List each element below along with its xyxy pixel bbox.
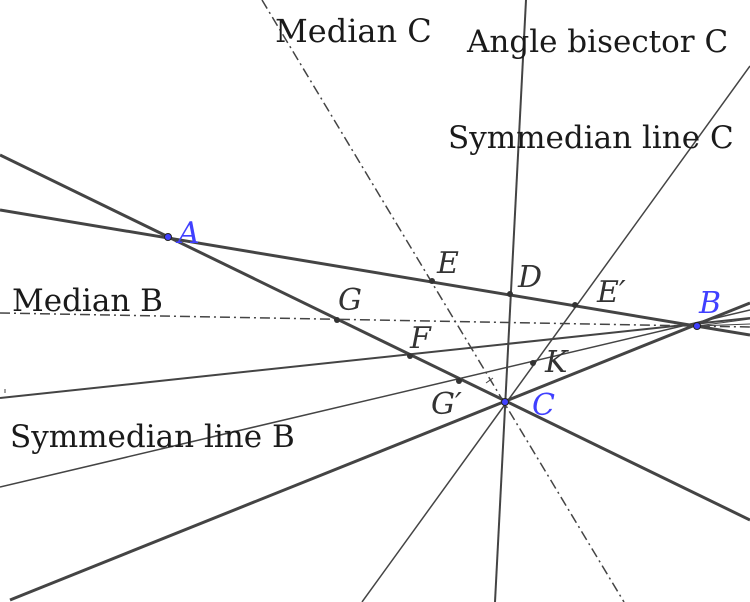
tick-mark: [485, 377, 494, 384]
vertex-c-dot: [501, 398, 509, 406]
point-e-dot: [429, 278, 435, 284]
vertex-b-dot: [693, 322, 701, 330]
point-g-prime-label: G′: [431, 387, 462, 422]
vertex-b-label: B: [698, 286, 721, 321]
median-c-label: Median C: [275, 12, 432, 50]
point-e-label: E: [436, 246, 459, 281]
point-g-label: G: [338, 283, 362, 318]
point-g-dot: [334, 317, 340, 323]
angle-bisector-c-label: Angle bisector C: [466, 24, 728, 60]
median-c-line: [261, 0, 625, 602]
symmedian-line-b-label: Symmedian line B: [10, 419, 295, 455]
fan-line-1: [696, 318, 750, 327]
fan-line-2: [696, 323, 750, 327]
symmedian-line-c-label: Symmedian line C: [448, 120, 734, 156]
point-k-label: K: [544, 345, 569, 380]
point-f-dot: [407, 353, 413, 359]
median-b-label: Median B: [12, 283, 163, 319]
line-ac: [0, 153, 750, 522]
point-d-dot: [507, 291, 513, 297]
median-b-line: [0, 312, 750, 328]
line-ab: [0, 208, 750, 337]
point-e-prime-label: E′: [596, 275, 626, 310]
line-bc: [9, 301, 750, 602]
point-k-dot: [530, 360, 536, 366]
line-fb: [0, 317, 750, 399]
symmedian-b-line: [0, 309, 750, 488]
angle-bisector-c-line: [494, 0, 527, 602]
point-e-prime-dot: [572, 302, 578, 308]
symmedian-c-line: [361, 65, 750, 602]
vertex-a-dot: [164, 233, 172, 241]
point-g-prime-dot: [456, 378, 462, 384]
point-d-label: D: [517, 260, 542, 295]
vertex-c-label: C: [532, 388, 555, 423]
point-f-label: F: [409, 321, 432, 356]
vertex-a-label: A: [175, 216, 200, 251]
